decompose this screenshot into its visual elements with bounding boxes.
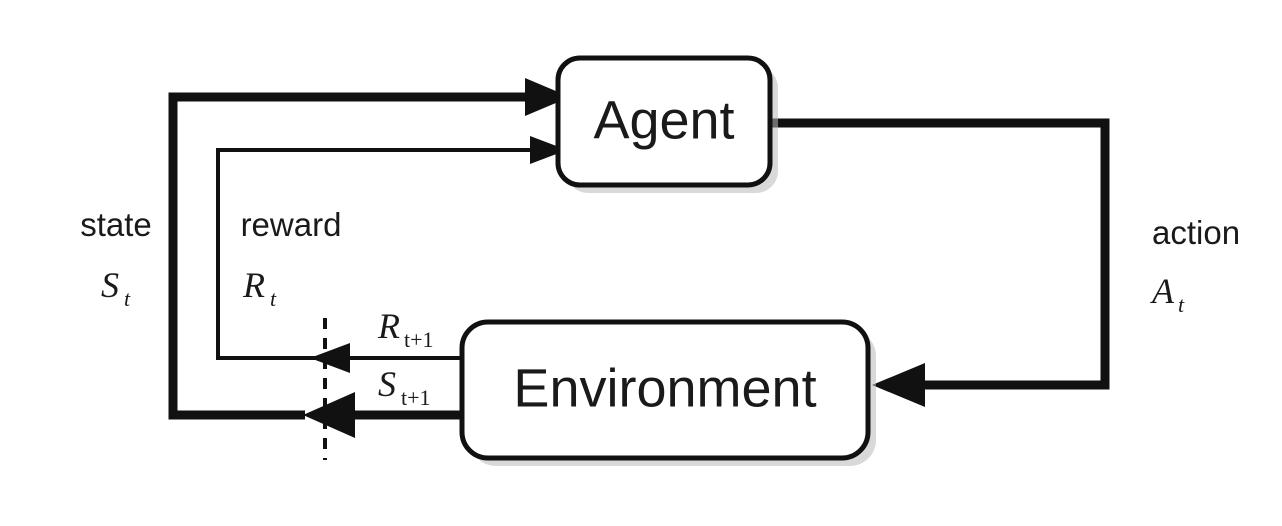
environment-box-label: Environment (513, 358, 816, 418)
action-word-label: action (1152, 214, 1240, 251)
reward-symbol-subscript: t (270, 286, 277, 311)
state-symbol-group: S t (101, 265, 131, 311)
state-feedback-path (168, 92, 525, 420)
action-symbol-group: A t (1150, 271, 1185, 317)
reward-symbol-group: R t (242, 265, 277, 311)
reward-word-label: reward (241, 206, 342, 243)
action-symbol-subscript: t (1178, 292, 1185, 317)
reward-feedback-path (216, 148, 530, 360)
state-symbol: S (101, 265, 119, 305)
state-word-label: state (80, 206, 152, 243)
environment-box (459, 319, 871, 461)
action-arrowhead-into-environment (872, 363, 925, 407)
reward-arrowhead-into-agent (530, 136, 567, 164)
reward-next-subscript: t+1 (404, 327, 434, 352)
action-symbol: A (1150, 271, 1175, 311)
state-output-arrowhead (303, 392, 355, 438)
reward-next-symbol: R (377, 306, 400, 346)
reward-output-arrowhead (310, 343, 350, 373)
state-next-symbol: S (378, 364, 396, 404)
reward-next-symbol-group: R t+1 (377, 306, 434, 352)
state-next-symbol-group: S t+1 (378, 364, 431, 410)
state-symbol-subscript: t (124, 286, 131, 311)
state-arrowhead-into-agent (525, 78, 570, 116)
state-next-subscript: t+1 (401, 385, 431, 410)
reward-symbol: R (242, 265, 265, 305)
action-path (770, 118, 1110, 390)
agent-box-label: Agent (593, 90, 734, 150)
agent-box (555, 55, 773, 188)
